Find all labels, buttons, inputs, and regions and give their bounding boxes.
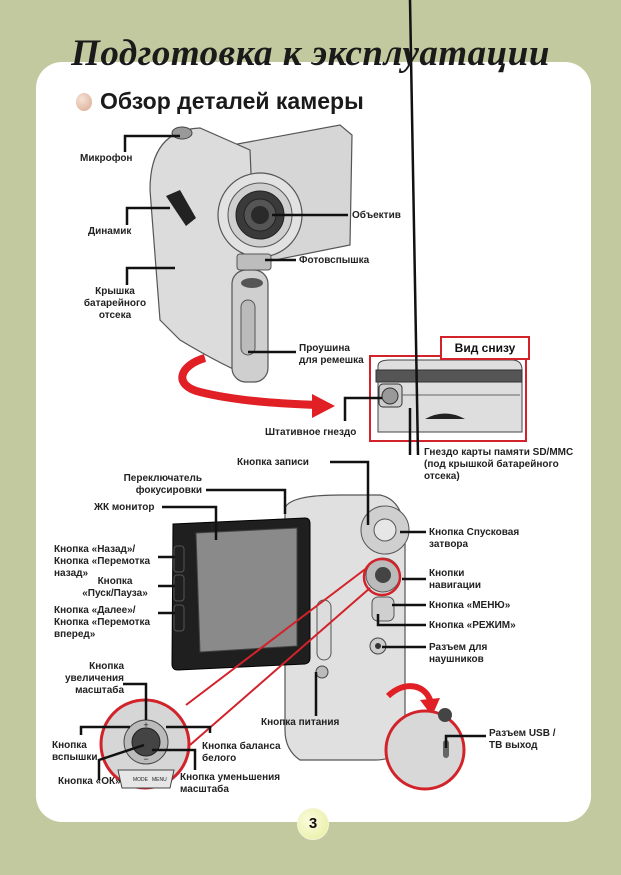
label-focus-switch: Переключатель фокусировки [123, 473, 202, 496]
usb-detail-illustration [384, 708, 466, 791]
lcd-display [195, 527, 298, 653]
label-lens: Объектив [352, 210, 401, 221]
label-power-button: Кнопка питания [261, 717, 340, 728]
label-battery-cover: Крышка батарейного отсека [83, 286, 147, 321]
label-headphone-jack: Разъем для наушников [429, 642, 488, 665]
label-play-pause: Кнопка «Пуск/Пауза» [82, 576, 148, 599]
label-record-button: Кнопка записи [237, 457, 309, 468]
red-arrow-front [178, 354, 319, 409]
label-next-button: Кнопка «Далее»/ Кнопка «Перемотка вперед… [54, 605, 151, 640]
nav-detail-illustration: + − MODE MENU [99, 698, 191, 790]
power-btn [315, 665, 329, 679]
flash-window [236, 253, 272, 271]
ok-center [131, 727, 161, 757]
svg-text:−: − [143, 754, 148, 764]
tripod-socket [381, 387, 399, 405]
label-menu-button: Кнопка «МЕНЮ» [429, 600, 511, 611]
label-zoom-in: Кнопка увеличения масштаба [64, 661, 124, 696]
label-shutter-button: Кнопка Спусковая затвора [429, 527, 520, 550]
label-flash: Фотовспышка [299, 255, 370, 266]
label-tripod-socket: Штативное гнездо [265, 427, 357, 438]
label-usb-tv-out: Разъем USB / ТВ выход [489, 728, 556, 751]
bottom-view-title: Вид снизу [440, 336, 530, 360]
section-heading: Обзор деталей камеры [76, 88, 364, 115]
page-title: Подготовка к эксплуатации [71, 33, 550, 74]
label-mode-button: Кнопка «РЕЖИМ» [429, 620, 516, 631]
bullet-icon [76, 92, 92, 111]
label-ok-button: Кнопка «ОК» [58, 776, 121, 787]
grip-slot [240, 299, 256, 356]
svg-text:MODE: MODE [133, 777, 149, 783]
svg-text:+: + [143, 720, 148, 730]
label-nav-buttons: Кнопки навигации [429, 568, 482, 591]
red-arrow-usb [385, 683, 433, 702]
label-lcd-monitor: ЖК монитор [94, 502, 155, 513]
label-zoom-out: Кнопка уменьшения масштаба [180, 772, 281, 795]
flash-led [241, 278, 263, 288]
bottom-view-illustration [369, 355, 527, 442]
label-back-button: Кнопка «Назад»/ Кнопка «Перемотка назад» [54, 544, 151, 579]
svg-text:MENU: MENU [152, 777, 167, 783]
label-white-balance: Кнопка баланса белого [202, 741, 281, 764]
label-strap-ring: Проушина для ремешка [299, 343, 364, 366]
speaker-grille [166, 190, 196, 226]
red-arrow-head [312, 394, 335, 418]
label-flash-button: Кнопка вспышки [52, 740, 98, 763]
section-title: Обзор деталей камеры [100, 88, 364, 114]
page-number: 3 [297, 808, 329, 840]
back-camera-illustration [171, 494, 410, 761]
label-microphone: Микрофон [80, 153, 133, 164]
label-speaker: Динамик [88, 226, 132, 237]
front-camera-illustration [149, 124, 353, 383]
label-sd-slot: Гнездо карты памяти SD/MMC (под крышкой … [424, 447, 574, 482]
